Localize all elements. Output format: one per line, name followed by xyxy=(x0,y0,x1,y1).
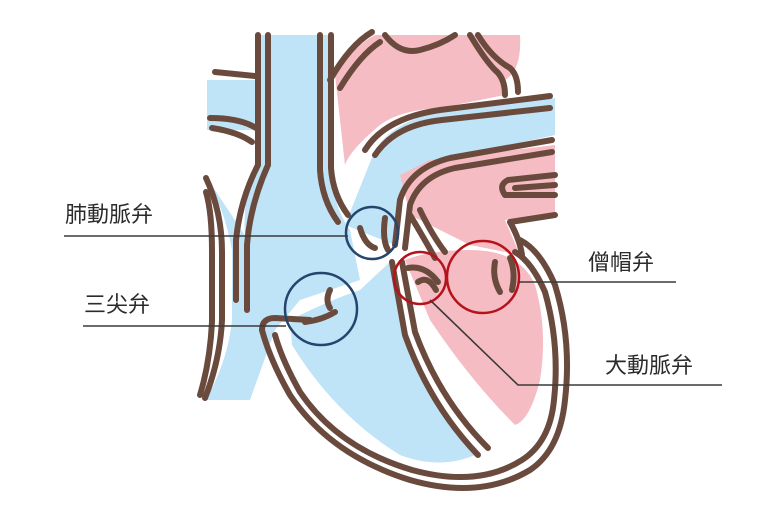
mitral-leaflet-1 xyxy=(491,259,503,295)
pulmonary-artery-wall-bottom-inner xyxy=(402,149,555,251)
branch-wall-top xyxy=(212,69,258,79)
aorta-vessel-1 xyxy=(382,32,458,54)
tricuspid-leaflet-2 xyxy=(324,287,333,311)
left-atrium-wall xyxy=(507,212,558,258)
pulmonary-vein-top xyxy=(499,172,558,198)
tricuspid-valve-label: 三尖弁 xyxy=(84,293,150,318)
branch-wall-mid xyxy=(209,125,255,145)
pulmonary-leaflet-right xyxy=(381,215,391,253)
superior-vena-cava xyxy=(244,35,360,300)
pulmonary-valve-label: 肺動脈弁 xyxy=(65,203,153,228)
pulmonary-leaflet-left xyxy=(357,225,378,251)
pulmonary-artery-wall-bottom xyxy=(392,137,555,248)
mitral-valve-circle xyxy=(445,239,521,315)
mitral-valve-label: 僧帽弁 xyxy=(588,251,654,276)
mitral-leaflet-2 xyxy=(507,255,517,293)
aortic-valve-label: 大動脈弁 xyxy=(605,354,693,379)
interventricular-septum xyxy=(389,259,481,458)
right-atrium-wall-inner xyxy=(197,189,215,398)
branch-wall-bottom xyxy=(207,115,259,131)
svc-wall-right xyxy=(317,32,341,225)
aorta-vessel-3 xyxy=(475,32,521,95)
aortic-leaflet-1 xyxy=(405,264,441,285)
aortic-valve-leader xyxy=(429,299,722,386)
svc-wall-left xyxy=(233,32,261,303)
right-atrium xyxy=(205,175,300,400)
aorta-wall-outer xyxy=(327,29,375,83)
right-atrium-wall xyxy=(202,175,225,401)
atrial-septum-inner xyxy=(417,207,448,255)
pulmonary-artery-wall-top-inner xyxy=(372,105,553,158)
heart-outer-wall-inner xyxy=(272,249,559,481)
aorta-wall-outer-2 xyxy=(337,39,383,91)
pulmonary-valve-circle xyxy=(344,205,400,261)
svc-wall-right-inner xyxy=(328,32,351,218)
tricuspid-valve-circle xyxy=(283,271,359,347)
pulmonary-artery-wall-top xyxy=(362,93,553,153)
aortic-leaflet-2 xyxy=(415,276,439,293)
pulmonary-vein-top-inner xyxy=(512,182,558,191)
leader-lines xyxy=(64,235,722,386)
tricuspid-leaflet-1 xyxy=(302,309,338,325)
aorta-vessel-2 xyxy=(467,32,508,98)
valve-leaflets xyxy=(302,215,517,325)
aortic-arch xyxy=(335,35,521,165)
heart-outer-wall xyxy=(259,237,571,491)
heart-outlines xyxy=(197,29,571,491)
valve-circles xyxy=(283,205,521,347)
svc-wall-left-inner xyxy=(244,32,271,313)
interventricular-septum-inner xyxy=(399,259,491,451)
tricuspid-inlet-wall xyxy=(259,315,313,333)
